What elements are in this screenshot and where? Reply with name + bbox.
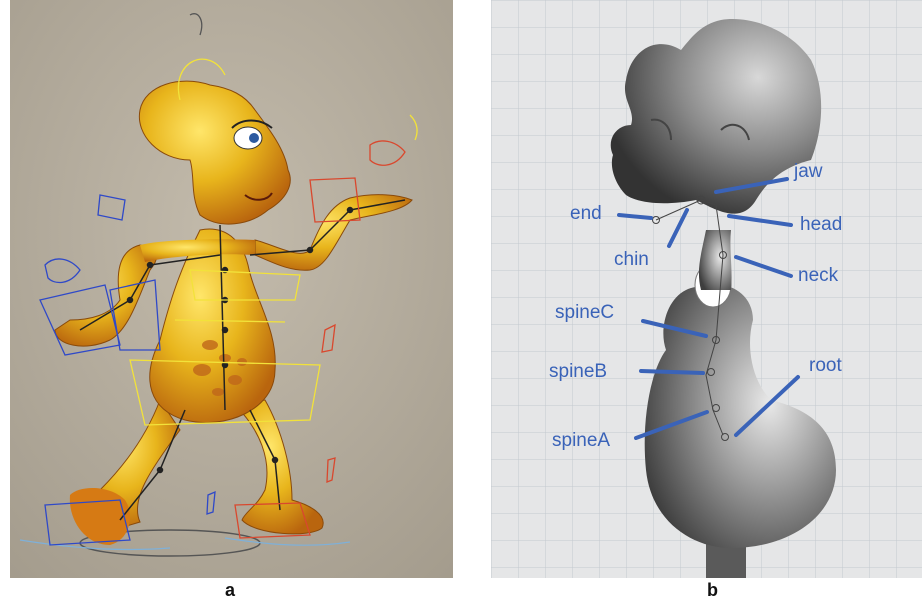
- label-spineB: spineB: [549, 361, 607, 382]
- label-head: head: [800, 214, 842, 235]
- panel-b-joint-diagram: jaw end head chin neck spineC spineB roo…: [491, 0, 922, 578]
- joint-hierarchy-diagram: jaw end head chin neck spineC spineB roo…: [491, 0, 922, 578]
- label-spineA: spineA: [552, 430, 610, 451]
- label-spineC: spineC: [555, 302, 614, 323]
- caption-panel-a: a: [225, 580, 235, 601]
- caption-panel-b: b: [707, 580, 718, 601]
- label-end: end: [570, 203, 602, 224]
- label-root: root: [809, 355, 842, 376]
- panel-a-character-rig-image: [10, 0, 453, 578]
- character-rig-illustration: [10, 0, 453, 578]
- label-chin: chin: [614, 249, 649, 270]
- label-jaw: jaw: [793, 161, 823, 182]
- label-neck: neck: [798, 265, 839, 286]
